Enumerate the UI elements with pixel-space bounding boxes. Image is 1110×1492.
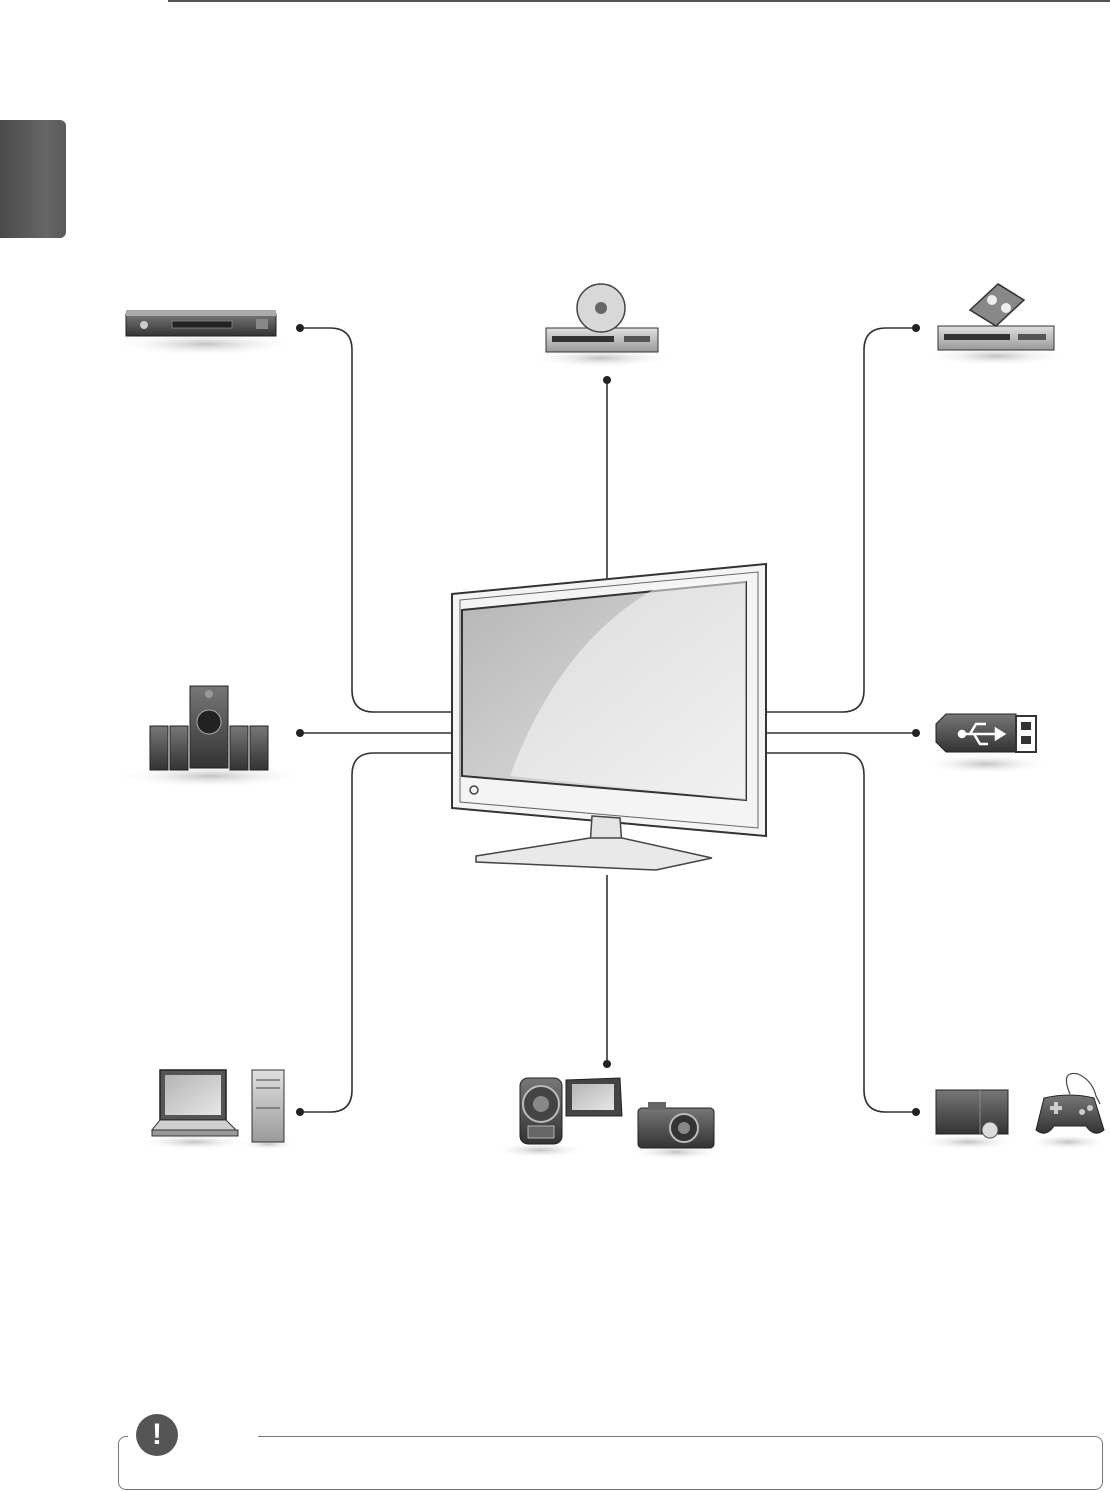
tv-monitor — [452, 564, 766, 870]
note-box — [118, 1436, 1103, 1490]
gamepad-icon — [920, 1073, 1108, 1150]
line-vcr — [766, 328, 916, 712]
line-hdd-recorder — [300, 328, 452, 712]
vhs-recorder-icon — [926, 284, 1066, 366]
usb-drive-icon — [922, 714, 1050, 774]
disc-player-icon — [529, 284, 673, 368]
line-game — [766, 753, 916, 1112]
note-glyph: ! — [136, 1414, 178, 1456]
line-pc — [300, 753, 452, 1112]
computer-icon — [138, 1070, 296, 1150]
camera-icon — [494, 1078, 722, 1160]
recorder-icon — [113, 310, 297, 356]
exclamation-icon: ! — [128, 1406, 186, 1464]
note-gap — [186, 1430, 258, 1442]
speaker-system-icon — [114, 686, 306, 788]
